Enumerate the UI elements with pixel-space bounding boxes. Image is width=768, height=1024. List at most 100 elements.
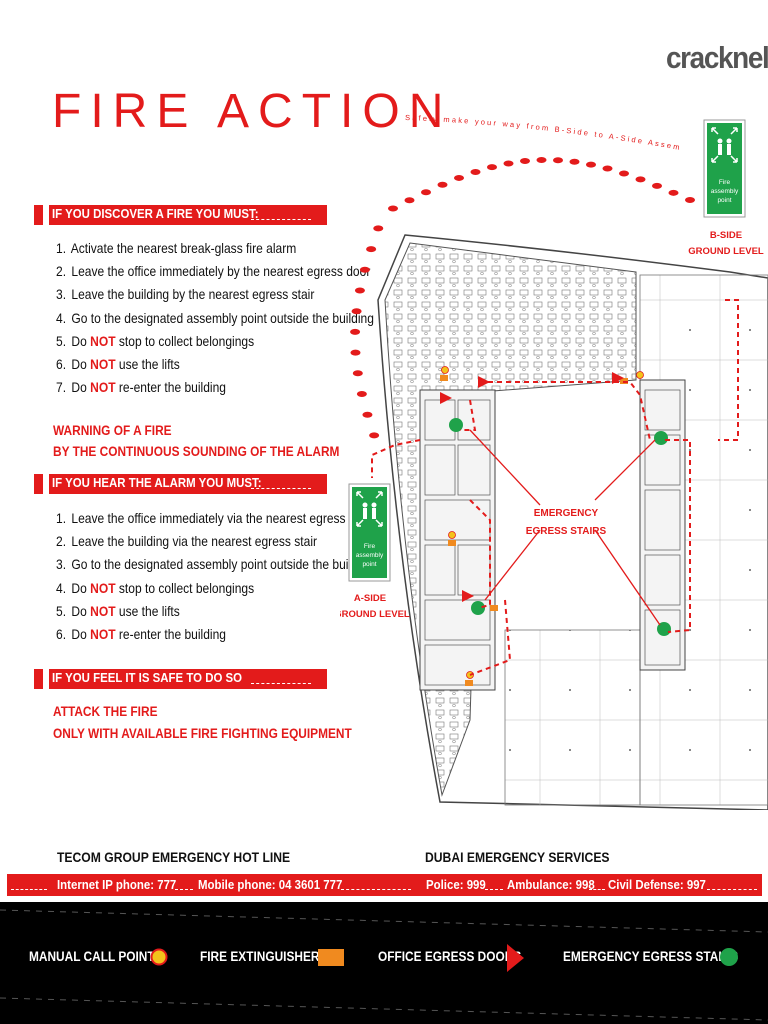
footprint-mark (369, 432, 380, 439)
discover-instruction-item: 5. Do NOT stop to collect belongings (56, 333, 374, 356)
stairs-label-line-1: EMERGENCY (534, 508, 599, 519)
item-text: Activate the nearest break-glass fire al… (68, 240, 297, 256)
footprint-mark (536, 156, 547, 163)
section-header-safe: IF YOU FEEL IT IS SAFE TO DO SO (34, 669, 327, 689)
item-text: Leave the office immediately by the near… (68, 263, 371, 280)
item-number: 6. (56, 625, 67, 642)
section-header-discover-label: IF YOU DISCOVER A FIRE YOU MUST: (52, 206, 259, 221)
item-number: 6. (56, 355, 67, 372)
alarm-instruction-item: 4. Do NOT stop to collect belongings (56, 580, 374, 603)
footprint-mark (454, 174, 464, 181)
phone-numbers-bar: Internet IP phone: 777 Mobile phone: 04 … (7, 874, 762, 896)
alarm-instruction-item: 5. Do NOT use the lifts (56, 603, 374, 626)
footprint-mark (351, 308, 362, 315)
cracknell-logo: cracknell (666, 40, 768, 75)
item-number: 4. (56, 579, 67, 596)
legend-call-points-label: MANUAL CALL POINTS (29, 949, 163, 964)
svg-text:assembly: assembly (711, 188, 739, 195)
civil-defense-number: Civil Defense: 997 (608, 877, 706, 892)
footprint-mark (359, 266, 370, 273)
section-header-alarm: IF YOU HEAR THE ALARM YOU MUST: (34, 474, 327, 494)
hotline-title: TECOM GROUP EMERGENCY HOT LINE (57, 850, 291, 865)
footprint-mark (635, 176, 646, 183)
item-text: Do NOT use the lifts (68, 355, 180, 372)
a-side-label-line-2: GROUND LEVEL (340, 609, 410, 620)
item-text: Leave the office immediately via the nea… (68, 510, 374, 526)
call-point-icon (150, 948, 168, 966)
footprint-mark (602, 165, 613, 172)
egress-stairs-icon (720, 948, 738, 966)
svg-text:point: point (362, 561, 376, 568)
footprint-mark (350, 349, 361, 356)
footprint-mark (503, 160, 514, 167)
map-legend: MANUAL CALL POINTS FIRE EXTINGUISHERS OF… (0, 902, 768, 1024)
footprint-mark (553, 157, 563, 164)
discover-instruction-item: 6. Do NOT use the lifts (56, 356, 374, 379)
footprint-mark (366, 246, 377, 253)
item-number: 2. (56, 263, 67, 280)
police-number: Police: 999 (426, 877, 486, 892)
alarm-instruction-item: 1. Leave the office immediately via the … (56, 510, 374, 533)
svg-text:assembly: assembly (356, 552, 384, 559)
discover-instruction-item: 2. Leave the office immediately by the n… (56, 263, 374, 286)
footprint-mark (470, 169, 481, 176)
item-text: Do NOT stop to collect belongings (68, 332, 255, 349)
item-number: 3. (56, 286, 67, 303)
alarm-instruction-item: 2. Leave the building via the nearest eg… (56, 533, 374, 556)
floor-plan-svg: Safely make your way from B-Side to A-Si… (0, 0, 768, 811)
item-number: 5. (56, 602, 67, 619)
discover-instructions-list: 1. Activate the nearest break-glass fire… (56, 240, 374, 402)
discover-instruction-item: 1. Activate the nearest break-glass fire… (56, 240, 374, 263)
footprint-mark (520, 158, 530, 165)
footprint-mark (569, 158, 580, 165)
attack-fire-line-2: ONLY WITH AVAILABLE FIRE FIGHTING EQUIPM… (53, 726, 352, 741)
item-text: Do NOT re-enter the building (68, 379, 226, 396)
footprint-mark (388, 205, 398, 212)
extinguisher-icon (318, 949, 344, 966)
legend-doors-label: OFFICE EGRESS DOORS (378, 949, 522, 964)
a-side-assembly-sign: Fire assembly point (348, 483, 391, 582)
svg-text:point: point (717, 197, 731, 204)
evacuation-paths (371, 299, 739, 676)
warning-line-1: WARNING OF A FIRE (53, 423, 172, 438)
item-text: Do NOT use the lifts (68, 602, 180, 619)
legend-stairs-label: EMERGENCY EGRESS STAIRS (563, 949, 739, 964)
a-side-label-line-1: A-SIDE (354, 593, 386, 604)
item-number: 5. (56, 332, 67, 349)
b-side-label-line-2: GROUND LEVEL (688, 246, 764, 257)
footprint-mark (685, 197, 695, 203)
svg-text:Fire: Fire (719, 179, 731, 186)
legend-extinguishers-label: FIRE EXTINGUISHERS (200, 949, 328, 964)
footprint-mark (404, 197, 415, 204)
page-title: FIRE ACTION (52, 85, 453, 138)
stairs-pointer-lines (469, 429, 661, 626)
footprint-mark (668, 189, 679, 196)
footprint-mark (350, 328, 361, 335)
mobile-phone: Mobile phone: 04 3601 777 (198, 877, 343, 892)
footprint-mark (356, 391, 367, 397)
route-instruction-text: Safely make your way from B-Side to A-Si… (340, 100, 682, 152)
footprint-mark (354, 287, 365, 294)
attack-fire-line-1: ATTACK THE FIRE (53, 704, 158, 719)
alarm-instructions-list: 1. Leave the office immediately via the … (56, 510, 374, 649)
footprint-mark (352, 370, 363, 377)
b-side-label-line-1: B-SIDE (710, 230, 742, 241)
item-text: Do NOT stop to collect belongings (68, 579, 255, 596)
item-number: 2. (56, 533, 67, 550)
item-text: Leave the building via the nearest egres… (68, 533, 318, 550)
footprint-mark (421, 189, 431, 196)
egress-door-markers (440, 372, 624, 602)
item-number: 4. (56, 309, 67, 326)
stairs-label-line-2: EGRESS STAIRS (526, 526, 607, 537)
discover-instruction-item: 7. Do NOT re-enter the building (56, 379, 374, 402)
item-number: 1. (56, 510, 67, 526)
section-header-safe-label: IF YOU FEEL IT IS SAFE TO DO SO (52, 670, 243, 685)
item-number: 1. (56, 240, 67, 256)
core-rooms (424, 389, 681, 686)
footprint-mark (487, 164, 497, 171)
alarm-instruction-item: 6. Do NOT re-enter the building (56, 626, 374, 649)
discover-instruction-item: 3. Leave the building by the nearest egr… (56, 286, 374, 309)
lower-floor-grid (504, 629, 641, 806)
alarm-instruction-item: 3. Go to the designated assembly point o… (56, 556, 374, 579)
item-text: Do NOT re-enter the building (68, 625, 226, 642)
